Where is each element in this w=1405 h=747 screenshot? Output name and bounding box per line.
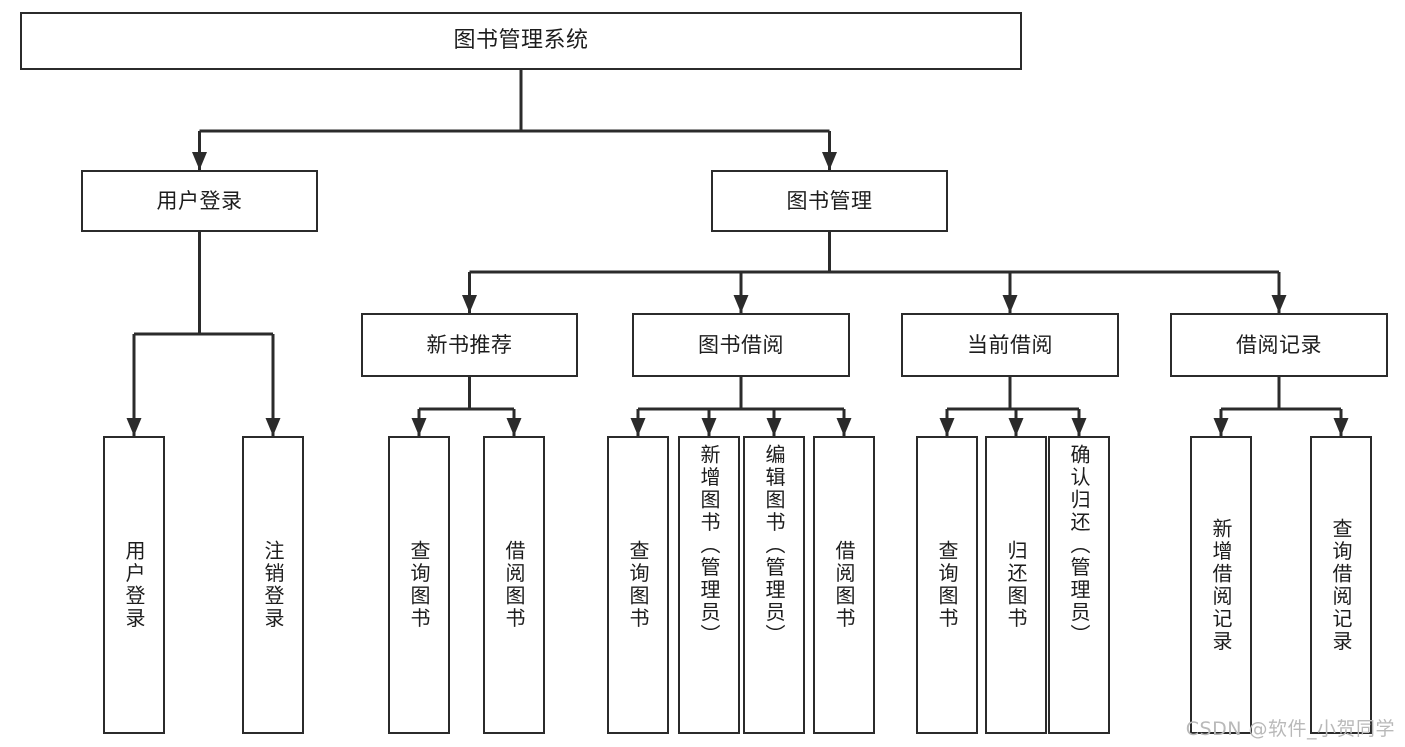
node-label: 查询图书 — [935, 540, 959, 630]
node-label: 新增借阅记录 — [1209, 517, 1233, 653]
node-label: 查询图书 — [626, 540, 650, 630]
node-leaf-bb-query[interactable]: 查询图书 — [607, 436, 669, 734]
node-leaf-cb-confirm[interactable]: 确认归还（管理员） — [1048, 436, 1110, 734]
node-leaf-user-logout[interactable]: 注销登录 — [242, 436, 304, 734]
node-label: 当前借阅 — [967, 332, 1053, 357]
node-label: 新增图书（管理员） — [697, 444, 721, 647]
node-leaf-cb-query[interactable]: 查询图书 — [916, 436, 978, 734]
node-label: 借阅图书 — [832, 540, 856, 630]
node-leaf-nbr-borrow[interactable]: 借阅图书 — [483, 436, 545, 734]
node-label: 借阅记录 — [1236, 332, 1322, 357]
node-label: 编辑图书（管理员） — [762, 444, 786, 647]
node-label: 图书管理 — [786, 188, 873, 213]
node-leaf-bb-edit[interactable]: 编辑图书（管理员） — [743, 436, 805, 734]
node-leaf-bb-add[interactable]: 新增图书（管理员） — [678, 436, 740, 734]
node-root[interactable]: 图书管理系统 — [20, 12, 1022, 70]
node-label: 查询图书 — [407, 540, 431, 630]
node-leaf-bb-borrow[interactable]: 借阅图书 — [813, 436, 875, 734]
node-label: 查询借阅记录 — [1329, 517, 1353, 653]
node-user-login[interactable]: 用户登录 — [81, 170, 318, 232]
node-label: 归还图书 — [1004, 540, 1028, 630]
node-current-borrow[interactable]: 当前借阅 — [901, 313, 1119, 377]
node-label: 图书管理系统 — [453, 28, 589, 54]
node-label: 用户登录 — [156, 188, 243, 213]
node-borrow-record[interactable]: 借阅记录 — [1170, 313, 1388, 377]
node-book-borrow[interactable]: 图书借阅 — [632, 313, 850, 377]
node-leaf-user-login[interactable]: 用户登录 — [103, 436, 165, 734]
node-leaf-cb-return[interactable]: 归还图书 — [985, 436, 1047, 734]
node-leaf-br-add[interactable]: 新增借阅记录 — [1190, 436, 1252, 734]
node-book-manage[interactable]: 图书管理 — [711, 170, 948, 232]
node-label: 确认归还（管理员） — [1067, 444, 1091, 647]
watermark: CSDN @软件_小贺同学 — [1185, 718, 1395, 740]
node-label: 图书借阅 — [698, 332, 784, 357]
node-label: 用户登录 — [122, 540, 146, 630]
node-new-book-rec[interactable]: 新书推荐 — [361, 313, 578, 377]
node-label: 新书推荐 — [426, 332, 513, 357]
node-leaf-br-query[interactable]: 查询借阅记录 — [1310, 436, 1372, 734]
node-leaf-nbr-query[interactable]: 查询图书 — [388, 436, 450, 734]
node-label: 注销登录 — [261, 540, 285, 630]
node-label: 借阅图书 — [502, 540, 526, 630]
